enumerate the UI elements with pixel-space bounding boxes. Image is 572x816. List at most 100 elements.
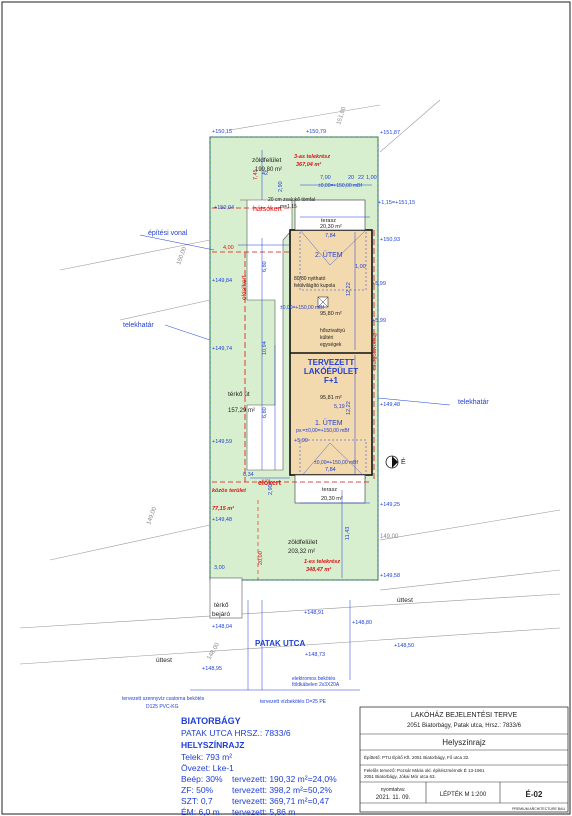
summary-row-value-2: tervezett: 369,71 m²=0,47 bbox=[232, 796, 329, 806]
level-l24: +5,99 bbox=[372, 281, 386, 287]
dim-d13: 2,90 bbox=[268, 484, 274, 495]
stage2-label: 2. ÜTEM bbox=[315, 251, 343, 259]
stage1-label: 1. ÜTEM bbox=[315, 419, 343, 427]
level-l20: ±0,00=+150,00 mBf bbox=[318, 183, 362, 189]
level-l19: +148,95 bbox=[202, 666, 222, 672]
terrace-bottom bbox=[294, 474, 366, 504]
dim-d10: 10,94 bbox=[262, 341, 268, 355]
summary-block: BIATORBÁGY PATAK UTCA HRSZ.: 7833/6 HELY… bbox=[181, 716, 337, 816]
level-markers: +150,15 +150,79 +151,87 +150,04 +1,15=+1… bbox=[202, 129, 415, 672]
terrace-top-label: terasz bbox=[321, 218, 336, 224]
level-l8: +149,74 bbox=[212, 346, 232, 352]
summary-row-label-0: Beép: 30% bbox=[181, 774, 223, 784]
dim-d16: 11,43 bbox=[345, 527, 351, 540]
dim-d3: 22 bbox=[358, 175, 364, 181]
water-label: tervezett vízbekötés D=25 PE bbox=[260, 699, 327, 705]
level-l22: pv.=±0,00=+150,00 mBf bbox=[296, 428, 350, 434]
dim-d19: 7,45 bbox=[253, 169, 259, 180]
leader-lines bbox=[139, 234, 451, 406]
summary-title: HELYSZÍNRAJZ bbox=[181, 740, 244, 750]
boundary-left-label: telekhatár bbox=[123, 322, 154, 329]
tb-date: 2021. 11. 09. bbox=[376, 795, 411, 801]
garden-bottom-label: zöldfelület bbox=[288, 539, 317, 546]
common-area-area: 77,15 m² bbox=[212, 505, 234, 512]
electric-label-2: földkábelen 2x3X20A bbox=[292, 682, 340, 688]
wall-note-1: 20 cm zsalukő tömfal bbox=[268, 197, 315, 203]
summary-plot: Telek: 793 m² bbox=[181, 752, 232, 762]
building-line-label: építési vonal bbox=[148, 230, 188, 237]
garden-bottom-area: 203,32 m² bbox=[288, 549, 315, 555]
dim-d2: 20 bbox=[348, 175, 354, 181]
heatpump-label-1: hőszivattyú bbox=[320, 328, 345, 334]
level-l21: ±0,00=+150,00 mBf bbox=[280, 305, 324, 311]
neighbour-lines bbox=[19, 99, 561, 665]
summary-row-value-1: tervezett: 398,2 m²=50,2% bbox=[232, 785, 332, 795]
summary-row-value-0: tervezett: 190,32 m²=24,0% bbox=[232, 774, 337, 784]
level-l17: +148,73 bbox=[305, 652, 325, 658]
north-label: É bbox=[401, 457, 406, 466]
level-neighbour-4: 149,00 bbox=[380, 534, 399, 540]
dim-d9: 12,22 bbox=[346, 401, 352, 415]
dim-d21: 1,00 bbox=[355, 264, 366, 270]
wall-note-2: m=1,15 bbox=[280, 204, 297, 210]
building-title-2: LAKÓÉPÜLET bbox=[304, 367, 358, 376]
level-l1: +150,15 bbox=[212, 129, 232, 135]
plot1-area: 348,47 m² bbox=[306, 566, 331, 573]
level-l10: +149,48 bbox=[380, 402, 400, 408]
dim-d22: 5,19 bbox=[334, 404, 345, 410]
dim-d20: 42 bbox=[262, 171, 268, 177]
road-left-label: úttest bbox=[156, 657, 172, 664]
level-l16: +148,80 bbox=[352, 620, 372, 626]
level-l26: +5,99 bbox=[294, 438, 308, 444]
dim-d15: 7,84 bbox=[325, 467, 336, 473]
building-title-3: F+1 bbox=[324, 376, 339, 385]
level-l5: +1,15=+151,15 bbox=[378, 200, 415, 206]
backyard-label: hátsókert bbox=[253, 206, 282, 213]
front-yard-label: előkert bbox=[258, 480, 282, 487]
heatpump-label-3: egységek bbox=[320, 342, 342, 348]
level-l25: +5,99 bbox=[372, 318, 386, 324]
heatpump-label-2: kültéri bbox=[320, 335, 333, 341]
common-area-label: közös terület bbox=[212, 488, 247, 494]
level-l14: +148,91 bbox=[304, 610, 324, 616]
level-l3: +151,87 bbox=[380, 130, 400, 136]
tb-project: LAKÓHÁZ BEJELENTÉSI TERVE bbox=[411, 710, 518, 719]
dim-d18: 20,00 bbox=[258, 551, 264, 565]
title-block: LAKÓHÁZ BEJELENTÉSI TERVE 2051 Biatorbág… bbox=[359, 706, 569, 813]
dim-d4: 1,00 bbox=[366, 175, 377, 181]
road-right-label: úttest bbox=[397, 597, 413, 604]
tb-date-label: nyomtatva: bbox=[381, 787, 405, 793]
sewer-label-2: D125 PVC-KG bbox=[146, 704, 179, 710]
summary-address: PATAK UTCA HRSZ.: 7833/6 bbox=[181, 728, 291, 738]
sewer-label-1: tervezett szennyvíz csatorna bekötés bbox=[122, 696, 205, 702]
garden-top-label: zöldfelület bbox=[252, 157, 281, 164]
building-title-1: TERVEZETT bbox=[308, 358, 355, 367]
level-l12: +149,25 bbox=[380, 502, 400, 508]
dim-d14: 8,34 bbox=[243, 472, 254, 478]
tb-client: Építtető: PTU Építő Kft. 2051 Biatorbágy… bbox=[364, 754, 469, 760]
dim-d1: 7,00 bbox=[320, 175, 331, 181]
garden-top-area: 199,80 m² bbox=[255, 167, 282, 173]
dim-d5: 7,84 bbox=[325, 233, 336, 239]
terrace-top bbox=[294, 199, 366, 231]
level-l23: ±0,00=+150,00 mBf bbox=[314, 460, 358, 466]
eave-label: csurgótávolság bbox=[372, 333, 378, 370]
terrace-bottom-area: 20,30 m² bbox=[321, 496, 343, 502]
street-label: PATAK UTCA bbox=[255, 639, 305, 648]
dim-d12: 2,90 bbox=[278, 181, 284, 192]
summary-row-label-3: ÉM: 6,0 m bbox=[181, 807, 220, 816]
summary-row-label-2: SZT: 0,7 bbox=[181, 796, 213, 806]
plot1-name: 1-es telekrész bbox=[304, 559, 340, 565]
paved-path-area: 157,29 m² bbox=[228, 408, 255, 414]
summary-row-label-1: ZF: 50% bbox=[181, 785, 214, 795]
summary-row-value-3: tervezett: 5,86 m bbox=[232, 807, 295, 816]
tb-designer-2: 2051 Biatorbágy, Jókai Mór utca 63. bbox=[364, 774, 436, 779]
area-upper: 95,80 m² bbox=[320, 311, 342, 317]
level-l6: +150,93 bbox=[380, 237, 400, 243]
dimension-lines bbox=[190, 150, 372, 691]
dim-d8: 12,22 bbox=[346, 282, 352, 296]
electric-label-1: elektromos bekötés bbox=[292, 676, 336, 682]
terrace-bottom-label: terasz bbox=[322, 487, 337, 493]
